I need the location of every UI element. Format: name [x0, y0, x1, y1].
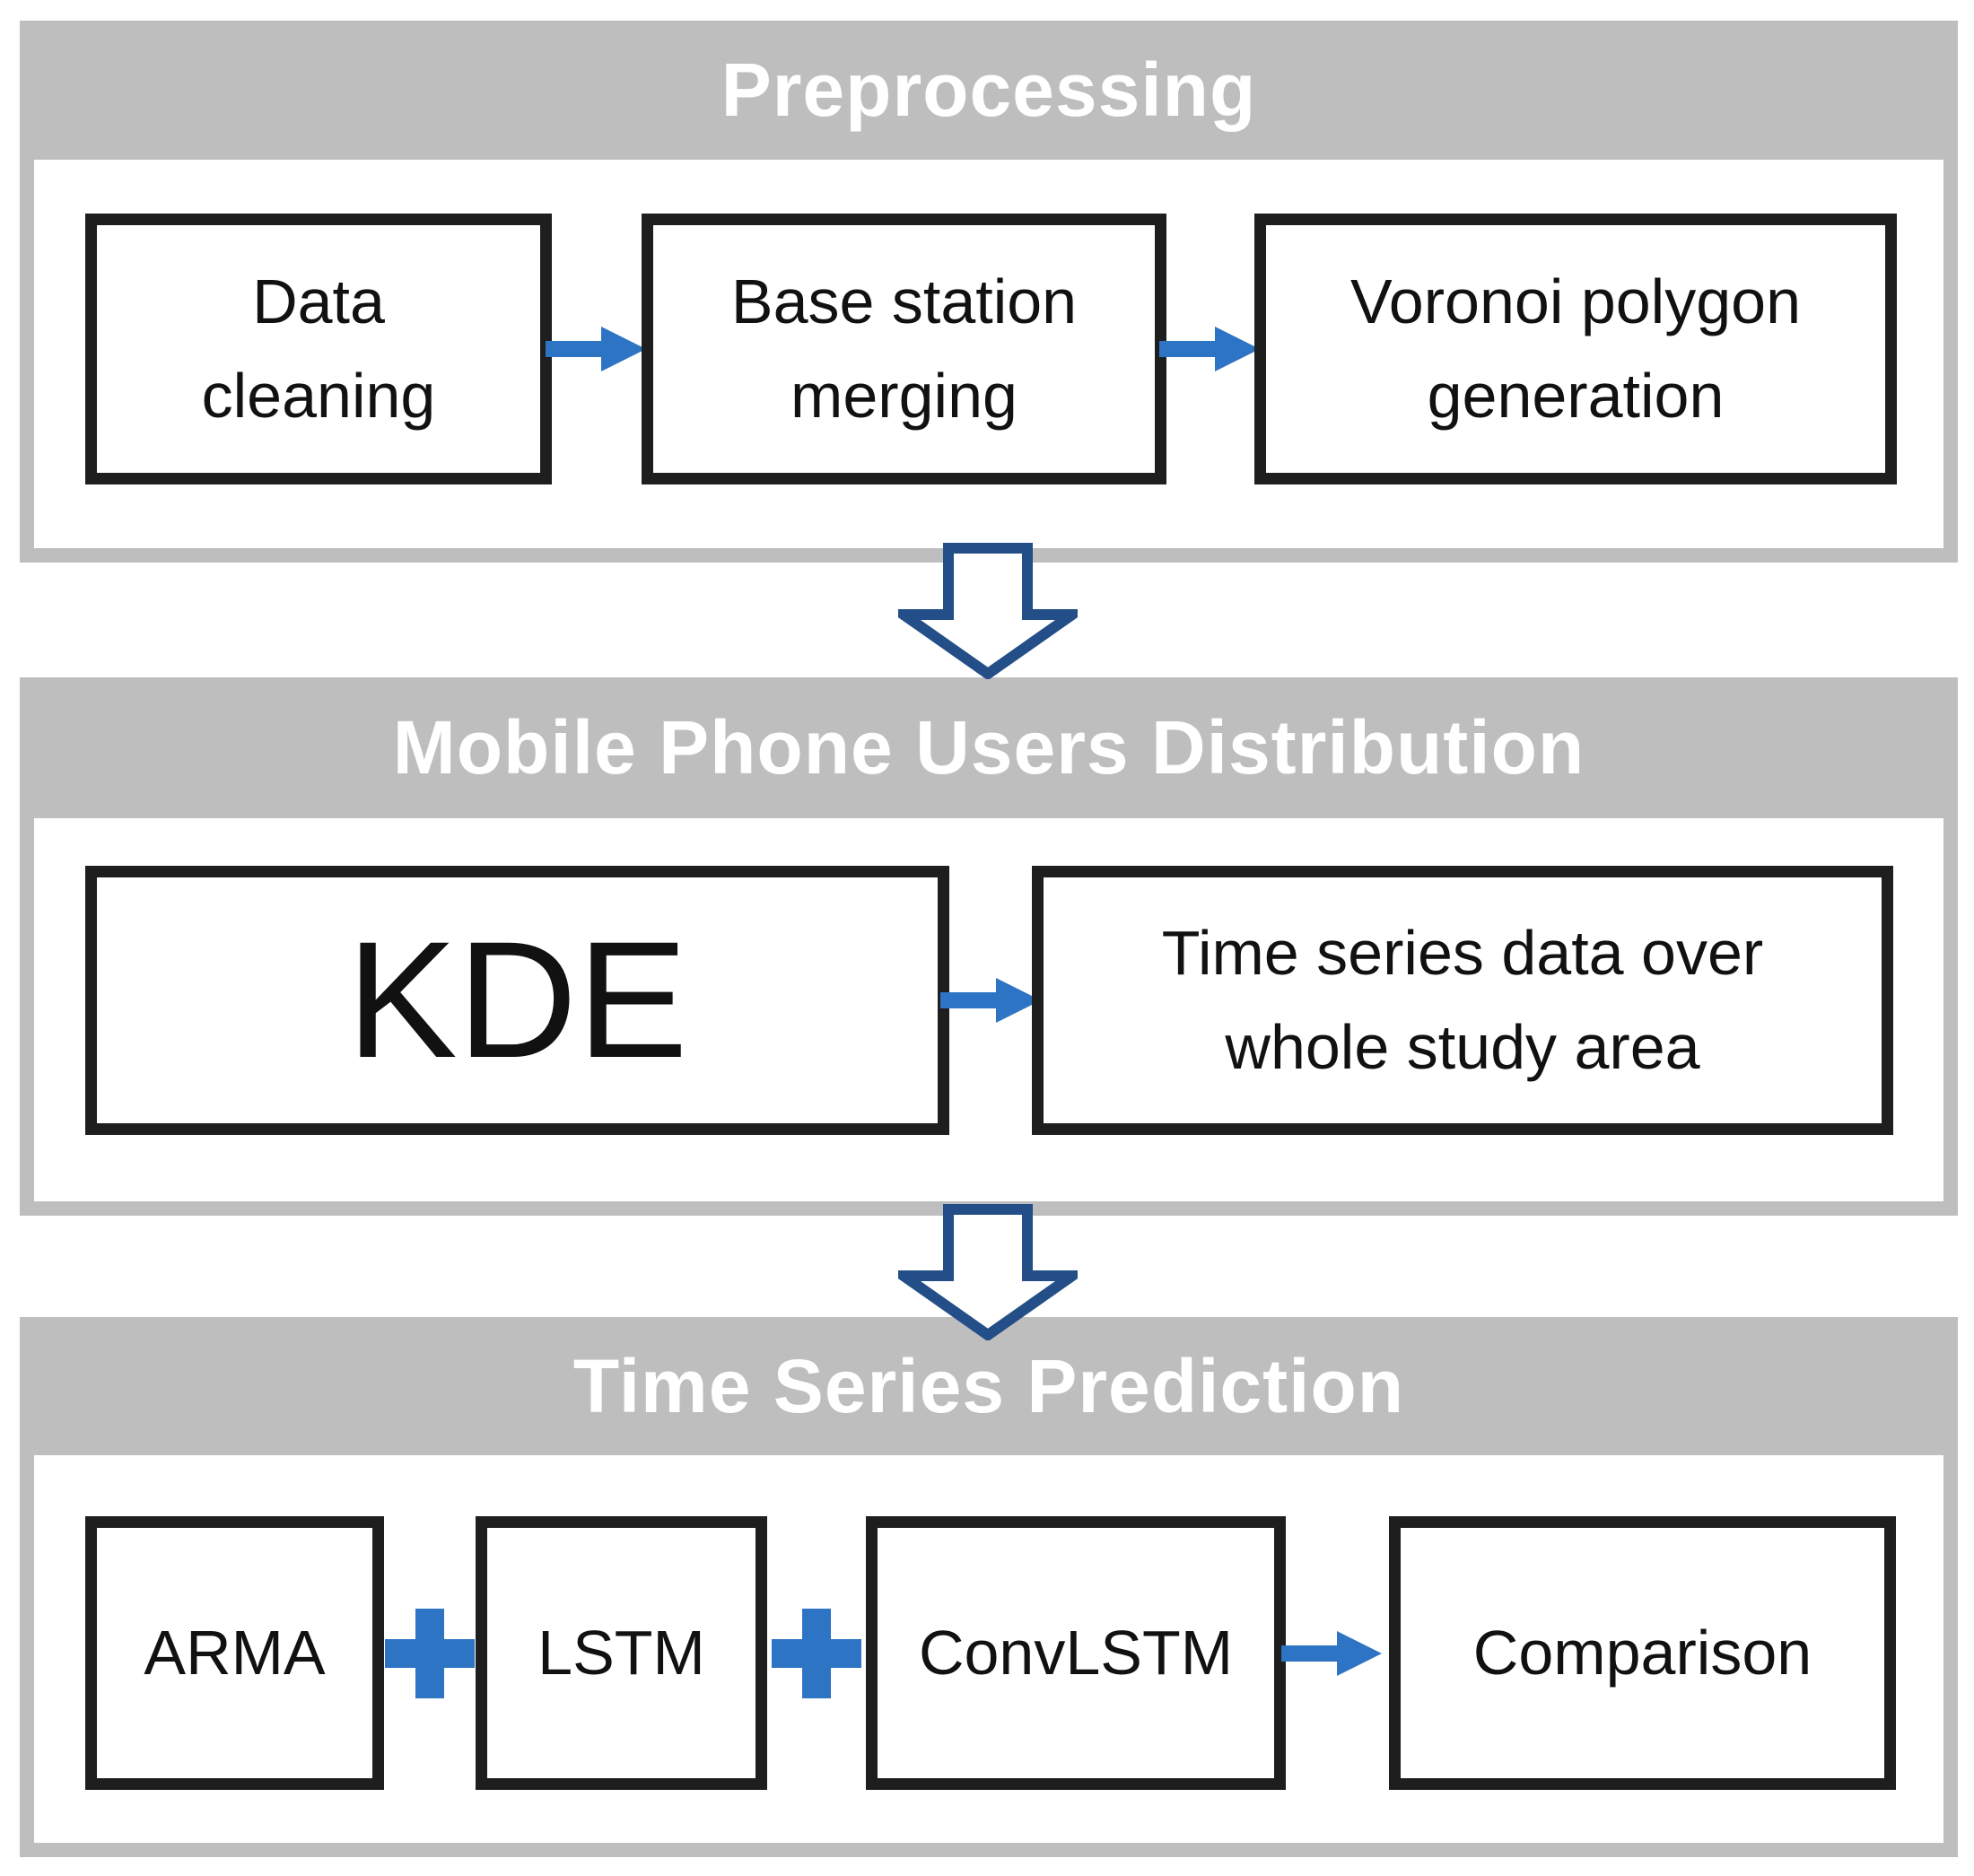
panel-preprocessing: Preprocessing Data cleaning Base station… [20, 21, 1958, 563]
box-comparison: Comparison [1389, 1516, 1896, 1790]
box-data-cleaning: Data cleaning [85, 214, 552, 484]
right-arrow-icon [1159, 327, 1260, 371]
box-voronoi-polygon-generation: Voronoi polygon generation [1254, 214, 1897, 484]
box-label-line: KDE [346, 907, 688, 1093]
box-label-line: Data [252, 266, 385, 336]
box-label-line: Comparison [1472, 1618, 1812, 1688]
box-label-line: Voronoi polygon [1349, 266, 1802, 336]
right-arrow-icon [1281, 1631, 1382, 1676]
plus-icon [385, 1609, 475, 1698]
box-base-station-merging: Base station merging [642, 214, 1166, 484]
box-label-line: LSTM [537, 1618, 705, 1688]
right-arrow-icon [940, 978, 1041, 1023]
box-label-line: generation [1427, 361, 1725, 431]
box-kde: KDE [85, 866, 949, 1135]
box-lstm: LSTM [476, 1516, 767, 1790]
box-time-series-data: Time series data over whole study area [1032, 866, 1893, 1135]
box-arma: ARMA [85, 1516, 384, 1790]
box-label-line: ConvLSTM [918, 1618, 1234, 1688]
box-label-line: ARMA [144, 1618, 326, 1688]
right-arrow-icon [546, 327, 646, 371]
box-label-line: cleaning [201, 361, 436, 431]
section-title-preprocessing: Preprocessing [20, 21, 1958, 160]
section-title-users-distribution: Mobile Phone Users Distribution [20, 677, 1958, 818]
plus-icon [772, 1609, 861, 1698]
box-convlstm: ConvLSTM [866, 1516, 1286, 1790]
panel-preprocessing-body: Data cleaning Base station merging Voron… [20, 160, 1958, 563]
box-label-line: Base station [730, 266, 1078, 336]
panel-time-series-prediction-body: ARMA LSTM ConvLSTM Comparison [20, 1455, 1958, 1857]
down-block-arrow-icon [898, 543, 1078, 679]
panel-time-series-prediction: Time Series Prediction ARMA LSTM ConvLST… [20, 1317, 1958, 1857]
down-block-arrow-icon [898, 1204, 1078, 1340]
box-label-line: Time series data over [1161, 918, 1764, 988]
box-label-line: whole study area [1225, 1012, 1700, 1082]
panel-users-distribution: Mobile Phone Users Distribution KDE Time… [20, 677, 1958, 1216]
box-label-line: merging [790, 361, 1018, 431]
panel-users-distribution-body: KDE Time series data over whole study ar… [20, 818, 1958, 1216]
